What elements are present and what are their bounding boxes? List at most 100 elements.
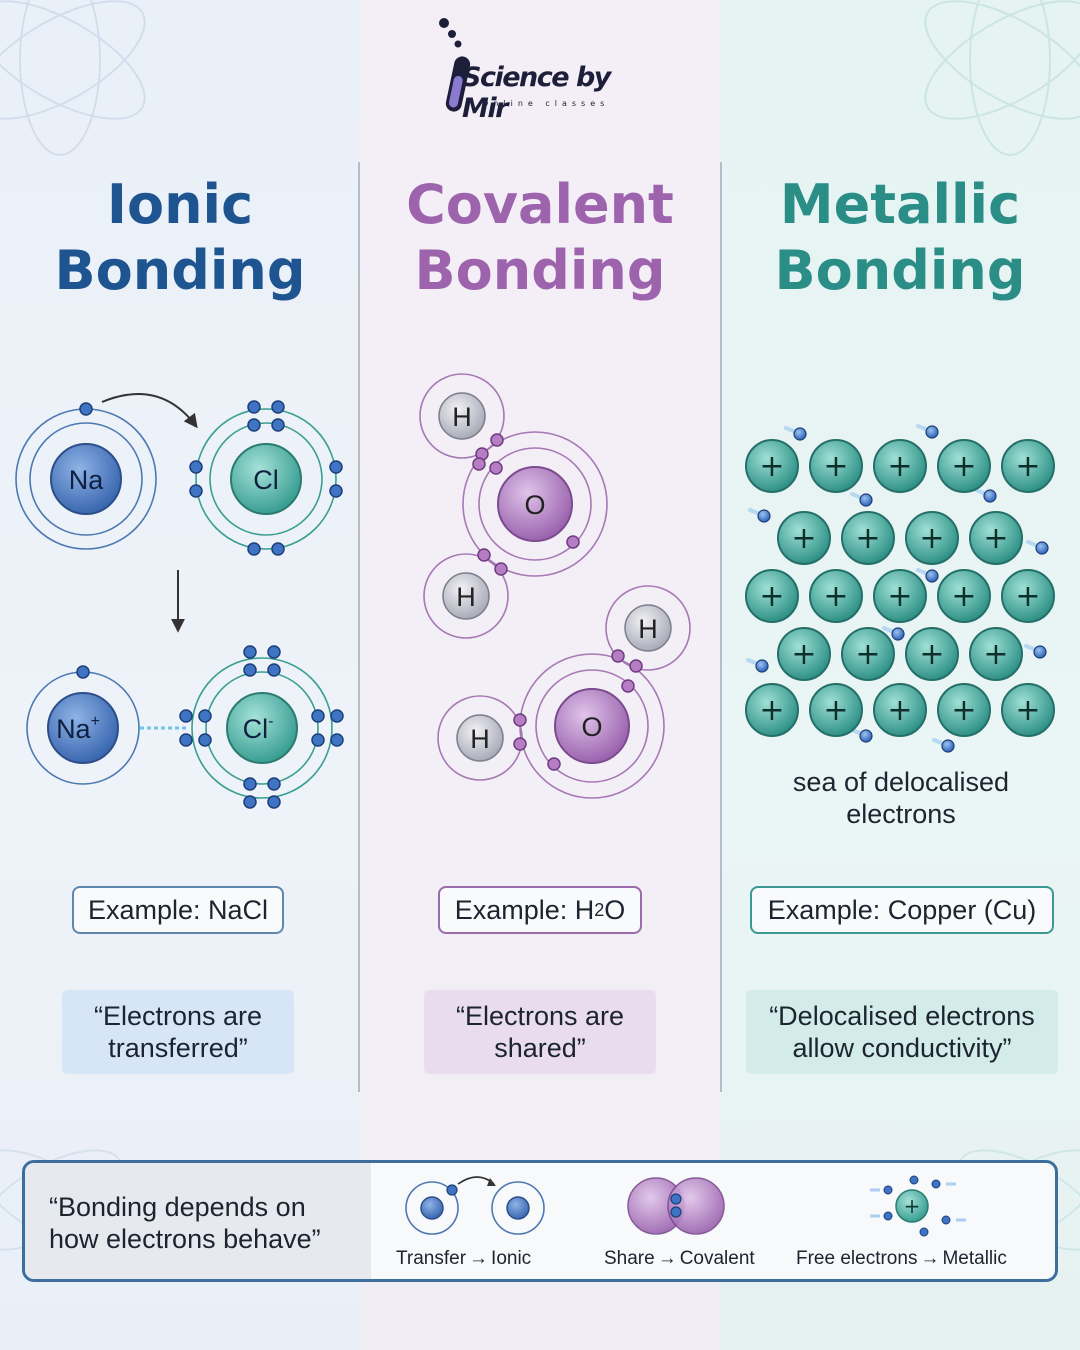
cl-label: Cl — [253, 465, 279, 495]
metal-ion: + — [969, 627, 1023, 681]
covalent-title-line2: Bonding — [414, 239, 666, 302]
metal-ion: + — [905, 627, 959, 681]
legend-share: Share→Covalent — [604, 1248, 755, 1269]
metal-ion: + — [1001, 569, 1055, 623]
metal-ion: + — [969, 511, 1023, 565]
metal-ion: + — [809, 683, 863, 737]
metal-ion: + — [809, 569, 863, 623]
legend-free-electrons: Free electrons→Metallic — [796, 1248, 1007, 1269]
na-ion-label: Na+ — [56, 713, 100, 744]
metallic-title: Metallic Bonding — [720, 172, 1080, 304]
o-label-1: O — [524, 490, 545, 520]
metallic-example-box: Example: Copper (Cu) — [750, 886, 1054, 934]
metal-ion: + — [937, 683, 991, 737]
metal-ion-symbol: + — [759, 579, 784, 614]
covalent-title-line1: Covalent — [406, 173, 674, 236]
metallic-example-prefix: Example: — [767, 894, 888, 925]
metal-ion: + — [873, 569, 927, 623]
h-label-2: H — [456, 582, 476, 612]
metal-ion-symbol: + — [951, 449, 976, 484]
sea-label: sea of delocalised electrons — [760, 766, 1042, 830]
metal-ion: + — [809, 439, 863, 493]
logo-tagline: Online classes — [482, 99, 610, 108]
metal-ion-symbol: + — [1015, 449, 1040, 484]
metal-ion: + — [777, 511, 831, 565]
metal-ion-symbol: + — [951, 693, 976, 728]
metal-ion: + — [937, 439, 991, 493]
delocalised-electron — [1035, 541, 1049, 555]
metal-ion-symbol: + — [855, 521, 880, 556]
metal-ion: + — [1001, 683, 1055, 737]
share-icon — [627, 1177, 725, 1235]
metallic-title-line2: Bonding — [774, 239, 1026, 302]
covalent-quote-line1: “Electrons are — [455, 1001, 625, 1031]
metal-ion: + — [873, 439, 927, 493]
metal-ion-symbol: + — [983, 637, 1008, 672]
metallic-example-formula: Copper (Cu) — [887, 894, 1037, 925]
metallic-quote-line1: “Delocalised electrons — [769, 1001, 1035, 1031]
h-label-4: H — [470, 724, 490, 754]
water-molecule-1 — [438, 392, 580, 620]
h-label-1: H — [452, 402, 472, 432]
metal-ion: + — [745, 683, 799, 737]
transfer-icon — [405, 1176, 545, 1235]
divider-left — [358, 162, 360, 1092]
na-atom — [15, 402, 157, 550]
metal-ion: + — [873, 683, 927, 737]
delocalised-electron — [925, 569, 939, 583]
metal-ion-symbol: + — [791, 521, 816, 556]
ionic-panel-bg — [0, 0, 360, 1350]
delocalised-electron — [859, 729, 873, 743]
free-electrons-icon: + — [870, 1175, 966, 1237]
logo-name: Science by Mir — [462, 62, 611, 124]
metal-ion-symbol: + — [887, 579, 912, 614]
sea-label-line2: electrons — [846, 799, 956, 829]
metal-ion-symbol: + — [887, 449, 912, 484]
covalent-formula-o: O — [604, 894, 626, 925]
ionic-title-line2: Bonding — [54, 239, 306, 302]
logo: Science by Mir Online classes — [432, 16, 652, 124]
metal-ion: + — [905, 511, 959, 565]
delocalised-electron — [925, 425, 939, 439]
na-ion — [26, 665, 140, 785]
ionic-title: Ionic Bonding — [0, 172, 360, 304]
transfer-arrow-icon — [101, 393, 198, 429]
metal-ion-symbol: + — [855, 637, 880, 672]
water-molecule-2 — [456, 604, 672, 771]
metal-ion-symbol: + — [823, 693, 848, 728]
delocalised-electron — [983, 489, 997, 503]
delocalised-electron — [755, 659, 769, 673]
metal-ion-symbol: + — [823, 449, 848, 484]
delocalised-electron — [1033, 645, 1047, 659]
summary-quote: “Bonding depends on how electrons behave… — [25, 1163, 371, 1279]
metal-ion-symbol: + — [791, 637, 816, 672]
summary-quote-line1: “Bonding depends on — [49, 1192, 306, 1222]
metal-ion: + — [841, 511, 895, 565]
metallic-quote-line2: allow conductivity” — [792, 1033, 1012, 1063]
metal-ion: + — [937, 569, 991, 623]
covalent-quote-line2: shared” — [494, 1033, 586, 1063]
metal-ion-symbol: + — [1015, 693, 1040, 728]
ionic-example-prefix: Example: — [87, 894, 209, 925]
metal-ion-symbol: + — [919, 521, 944, 556]
ionic-quote-line2: transferred” — [108, 1033, 248, 1063]
metallic-title-line1: Metallic — [779, 173, 1021, 236]
metal-ion-symbol: + — [1015, 579, 1040, 614]
h-label-3: H — [638, 614, 658, 644]
metallic-panel-bg — [720, 0, 1080, 1350]
metal-ion: + — [745, 569, 799, 623]
metal-ion-symbol: + — [951, 579, 976, 614]
summary-quote-line2: how electrons behave” — [49, 1224, 321, 1254]
ionic-example-formula: NaCl — [208, 894, 269, 925]
covalent-formula-h: H — [574, 894, 595, 925]
sea-label-line1: sea of delocalised — [792, 767, 1010, 797]
metal-ion-symbol: + — [983, 521, 1008, 556]
metal-ion: + — [745, 439, 799, 493]
metal-ion-symbol: + — [887, 693, 912, 728]
metal-ion-symbol: + — [823, 579, 848, 614]
delocalised-electron — [859, 493, 873, 507]
